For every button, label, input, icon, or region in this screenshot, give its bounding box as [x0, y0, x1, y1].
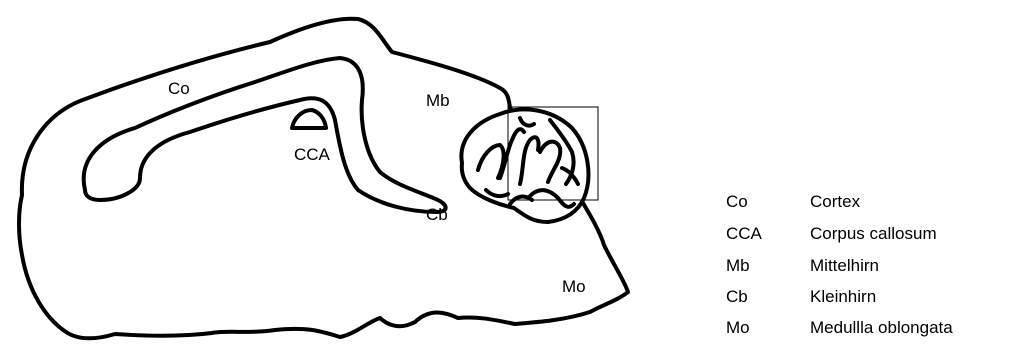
legend-name-cb: Kleinhirn [810, 287, 876, 306]
brain-outline [17, 16, 630, 341]
ventricle-outline [81, 56, 448, 214]
label-mo: Mo [562, 277, 586, 296]
legend-abbr-cb: Cb [726, 287, 748, 306]
label-co: Co [168, 79, 190, 98]
region-box [507, 106, 599, 201]
legend-abbr-co: Co [726, 192, 748, 211]
legend-name-cca: Corpus callosum [810, 224, 937, 243]
legend-abbr-mb: Mb [726, 256, 750, 275]
legend: Co Cortex CCA Corpus callosum Mb Mittelh… [726, 192, 953, 337]
legend-name-mo: Medullla oblongata [810, 318, 953, 337]
legend-name-co: Cortex [810, 192, 861, 211]
cerebellar-folia [476, 116, 580, 209]
legend-abbr-mo: Mo [726, 318, 750, 337]
label-cb: Cb [426, 205, 448, 224]
legend-abbr-cca: CCA [726, 224, 763, 243]
corpus-callosum-shape [290, 108, 328, 130]
label-mb: Mb [426, 91, 450, 110]
label-cca: CCA [294, 145, 331, 164]
legend-name-mb: Mittelhirn [810, 256, 879, 275]
